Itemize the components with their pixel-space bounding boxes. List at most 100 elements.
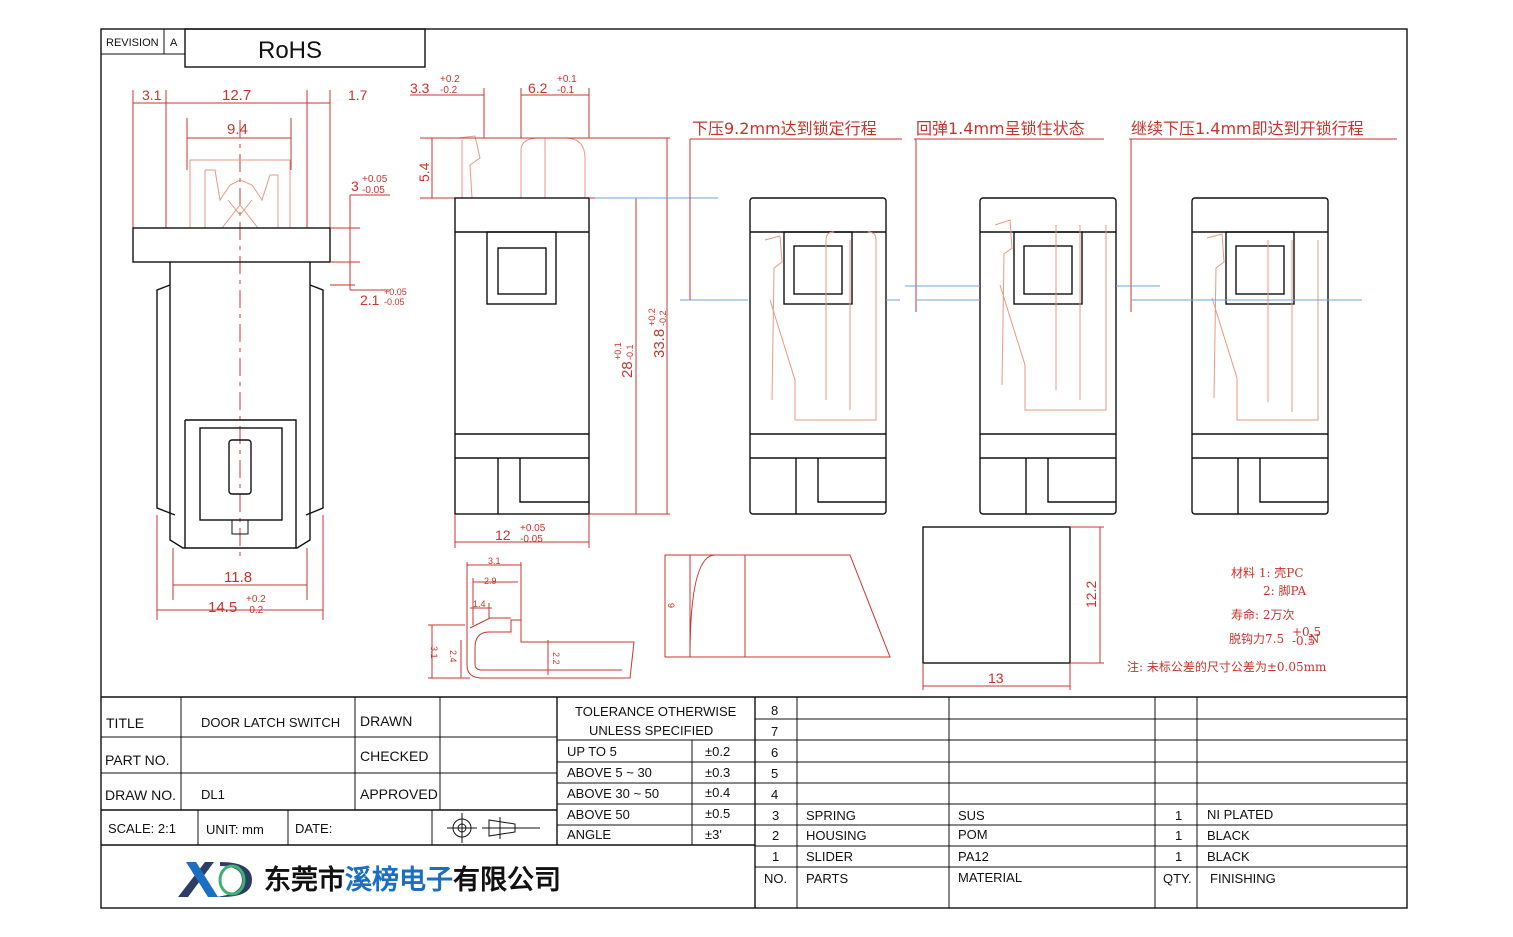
tolerance-range-1: UP TO 5 [567,744,617,759]
stage-label-1: 下压9.2mm达到锁定行程 [692,119,877,138]
bom-item-part: SPRING [806,808,856,823]
bom-header-no: NO. [764,871,787,886]
note-force-tol-dn: -0.5 [1292,634,1315,648]
tolerance-value-2: ±0.3 [705,765,730,780]
bom-row-no-5: 5 [771,766,778,781]
bom-header-finishing: FINISHING [1210,871,1276,886]
note-life: 寿命: 2万次 [1231,607,1295,622]
dim-6-2-tol-dn: -0.1 [557,85,575,96]
bom-row-no-8: 8 [771,703,778,718]
side-view-dimensions: 3.3 +0.2 -0.2 6.2 +0.1 -0.1 5.4 28 +0.1 … [410,74,668,545]
company-name-suffix: 有限公司 [453,865,561,896]
stage-label-2: 回弹1.4mm呈锁住状态 [916,119,1085,138]
dim-6-2-tol-up: +0.1 [557,74,577,85]
spring-dim-3-1-v: 3.1 [429,646,439,659]
dim-3-3-tol-dn: -0.2 [440,85,458,96]
note-material-1: 材料 1: 壳PC [1231,566,1304,580]
spring-dim-2-2: 2.2 [551,652,561,665]
dim-33-8-tol-up: +0.2 [647,308,657,326]
spring-dim-2-9: 2.9 [484,576,497,586]
tolerance-range-2: ABOVE 5 ~ 30 [567,765,652,780]
date-label: DATE: [295,821,332,836]
dim-3-tol-up: +0.05 [362,174,388,185]
notes: 材料 1: 壳PC 2: 脚PA 寿命: 2万次 脱钩力7.5 +0.5 -0.… [1127,566,1327,674]
bom-row-no-7: 7 [771,724,778,739]
tolerance-range-5: ANGLE [567,827,611,842]
bom-item-qty: 1 [1175,849,1182,864]
slider-tip-detail: 9 [664,554,891,658]
stage-view-1 [749,197,900,515]
dim-2-1-tol-up: +0.05 [384,287,407,297]
tolerance-range-3: ABOVE 30 ~ 50 [567,786,659,801]
dim-13: 13 [988,670,1004,686]
note-force: 脱钩力7.5 [1229,631,1284,646]
bom-table: 8 7 6 5 4 3 SPRING SUS 1 NI PLATED 2 HOU… [755,697,1407,908]
dim-33-8: 33.8 [651,329,668,358]
bom-item-material: PA12 [958,849,989,864]
sheet-border [100,28,1408,909]
part-no-label: PART NO. [105,752,170,768]
tolerance-range-4: ABOVE 50 [567,807,630,822]
company-logo-icon [178,862,252,897]
title-value: DOOR LATCH SWITCH [201,715,340,730]
dim-12-7: 12.7 [222,87,251,104]
front-view-dimensions: 3.1 12.7 1.7 9.4 3 +0.05 -0.05 2.1 +0.05… [142,87,407,616]
bom-item-qty: 1 [1175,808,1182,823]
dim-14-5-tol-dn: -0.2 [246,605,264,616]
note-tolerance: 注: 未标公差的尺寸公差为±0.05mm [1127,659,1327,674]
dim-11-8: 11.8 [224,569,252,586]
bom-row-no-6: 6 [771,745,778,760]
bom-header-material: MATERIAL [958,870,1022,885]
bom-item-qty: 1 [1175,828,1182,843]
dim-5-4: 5.4 [416,162,432,182]
bom-item-finish: BLACK [1207,849,1250,864]
square-detail: 12.2 13 [922,526,1104,690]
dim-14-5-tol-up: +0.2 [246,594,266,605]
tolerance-value-1: ±0.2 [705,744,730,759]
dim-9-4: 9.4 [227,121,248,138]
projection-symbol-icon [447,813,540,843]
bom-item-no: 1 [772,849,779,864]
dim-3-tol-dn: -0.05 [362,185,385,196]
stage-view-2 [905,197,1160,515]
stage-label-3: 继续下压1.4mm即达到开锁行程 [1131,119,1364,138]
dim-12-tol-up: +0.05 [520,523,546,534]
spring-dim-3-1: 3.1 [488,556,501,566]
bom-item-part: HOUSING [806,828,867,843]
revision-label: REVISION [106,37,159,49]
dim-2-1: 2.1 [360,292,380,308]
bom-item-material: SUS [958,808,985,823]
tolerance-value-5: ±3' [705,827,722,842]
stage-labels: 下压9.2mm达到锁定行程 回弹1.4mm呈锁住状态 继续下压1.4mm即达到开… [689,119,1397,312]
tolerance-value-4: ±0.5 [705,806,730,821]
dim-3-1: 3.1 [142,87,162,103]
bom-header-parts: PARTS [806,871,848,886]
bom-item-material: POM [958,827,988,842]
title-block: TITLE DOOR LATCH SWITCH PART NO. DRAW NO… [101,696,1407,908]
note-force-tol-up: +0.5 [1292,625,1321,639]
dim-28: 28 [619,361,636,378]
company-footer: 东莞市溪榜电子有限公司 [178,862,561,897]
dim-12-tol-dn: -0.05 [520,534,543,545]
dim-12-2: 12.2 [1083,581,1099,608]
note-material-2: 2: 脚PA [1263,583,1306,598]
tolerance-value-3: ±0.4 [705,785,730,800]
bom-item-no: 3 [772,808,779,823]
note-force-unit: N [1309,632,1320,646]
spring-dim-2-4: 2.4 [448,650,458,663]
dim-28-tol-up: +0.1 [613,342,623,360]
dim-1-7: 1.7 [348,87,368,103]
bom-item-finish: NI PLATED [1207,807,1273,822]
bom-row-no-4: 4 [771,787,778,802]
scale-label: SCALE: 2:1 [108,821,176,836]
dim-3-3: 3.3 [410,80,430,96]
dim-2-1-tol-dn: -0.05 [384,297,405,307]
approved-label: APPROVED [360,786,438,802]
rohs-label: RoHS [258,37,322,64]
bom-item-no: 2 [772,828,779,843]
dim-28-tol-dn: -0.1 [625,344,635,360]
revision-box: REVISION A RoHS [100,28,426,68]
dim-33-8-tol-dn: -0.2 [658,310,668,326]
dim-3-3-tol-up: +0.2 [440,74,460,85]
